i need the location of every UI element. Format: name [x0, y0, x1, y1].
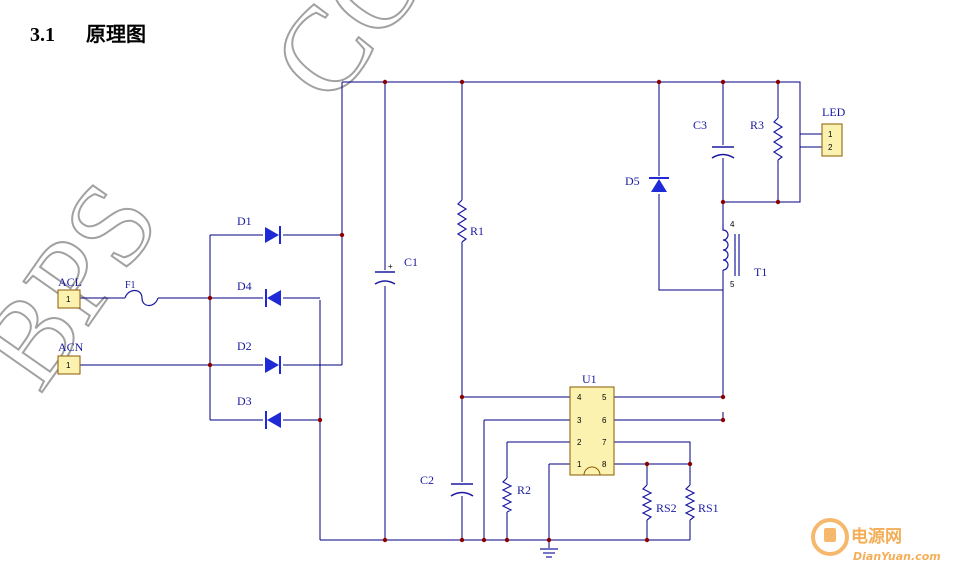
svg-text:1: 1 — [577, 460, 582, 469]
svg-text:3: 3 — [577, 416, 582, 425]
section-heading: 3.1 原理图 — [30, 18, 146, 47]
label-r1: R1 — [470, 224, 484, 238]
resistor-rs1: RS1 — [684, 484, 719, 521]
label-acl: ACL — [58, 275, 82, 289]
label-d3: D3 — [237, 394, 252, 408]
resistor-r2: R2 — [501, 477, 531, 513]
diode-d4: D4 — [237, 279, 281, 307]
svg-text:7: 7 — [602, 438, 607, 447]
svg-text:4: 4 — [577, 393, 582, 402]
connector-led: 1 2 LED — [821, 105, 846, 157]
label-c2: C2 — [420, 473, 434, 487]
label-acn: ACN — [58, 340, 84, 354]
connector-acn: 1 ACN — [57, 340, 84, 375]
logo-url: DianYuan.com — [853, 550, 941, 563]
svg-text:5: 5 — [730, 280, 735, 289]
label-led: LED — [822, 105, 846, 119]
label-d4: D4 — [237, 279, 252, 293]
svg-text:6: 6 — [602, 416, 607, 425]
logo-text-cn: 电源网 — [851, 526, 902, 547]
svg-text:1: 1 — [66, 295, 71, 304]
diode-d1: D1 — [237, 214, 281, 244]
svg-text:8: 8 — [602, 460, 607, 469]
fuse-f1: F1 — [124, 280, 159, 307]
label-rs1: RS1 — [698, 501, 719, 515]
inductor-t1: 4 5 T1 — [722, 220, 767, 289]
label-c3: C3 — [693, 118, 707, 132]
label-r2: R2 — [517, 483, 531, 497]
resistor-r1: R1 — [456, 199, 484, 243]
label-f1: F1 — [125, 280, 136, 291]
label-c1: C1 — [404, 255, 418, 269]
ground-symbol — [540, 548, 558, 558]
label-r3: R3 — [750, 118, 764, 132]
diode-d5: D5 — [625, 174, 669, 192]
connector-acl: 1 ACL — [57, 275, 82, 309]
dianyuan-logo: 电源网 DianYuan.com — [811, 518, 941, 563]
svg-text:5: 5 — [602, 393, 607, 402]
ic-u1: U1 4 3 2 1 5 6 7 8 — [569, 372, 615, 476]
label-d1: D1 — [237, 214, 252, 228]
svg-text:1: 1 — [66, 361, 71, 370]
label-u1: U1 — [582, 372, 597, 386]
label-d5: D5 — [625, 174, 640, 188]
resistor-r3: R3 — [750, 117, 784, 161]
svg-text:2: 2 — [577, 438, 582, 447]
diode-d2: D2 — [237, 339, 281, 374]
label-d2: D2 — [237, 339, 252, 353]
watermark-co: CO — [246, 0, 453, 124]
svg-text:4: 4 — [730, 220, 735, 229]
section-title: 原理图 — [86, 24, 146, 46]
junctions — [207, 79, 781, 543]
wires — [80, 81, 822, 548]
resistor-rs2: RS2 — [641, 484, 677, 521]
svg-text:+: + — [388, 262, 393, 271]
diode-d3: D3 — [237, 394, 281, 429]
watermark-bps: BPS — [0, 159, 184, 410]
capacitor-c3: C3 — [693, 118, 735, 159]
label-rs2: RS2 — [656, 501, 677, 515]
svg-text:2: 2 — [828, 143, 833, 152]
svg-text:1: 1 — [828, 130, 833, 139]
section-number: 3.1 — [30, 24, 55, 46]
capacitor-c2: C2 — [420, 473, 474, 497]
label-t1: T1 — [754, 265, 767, 279]
capacitor-c1: + C1 — [374, 255, 418, 285]
